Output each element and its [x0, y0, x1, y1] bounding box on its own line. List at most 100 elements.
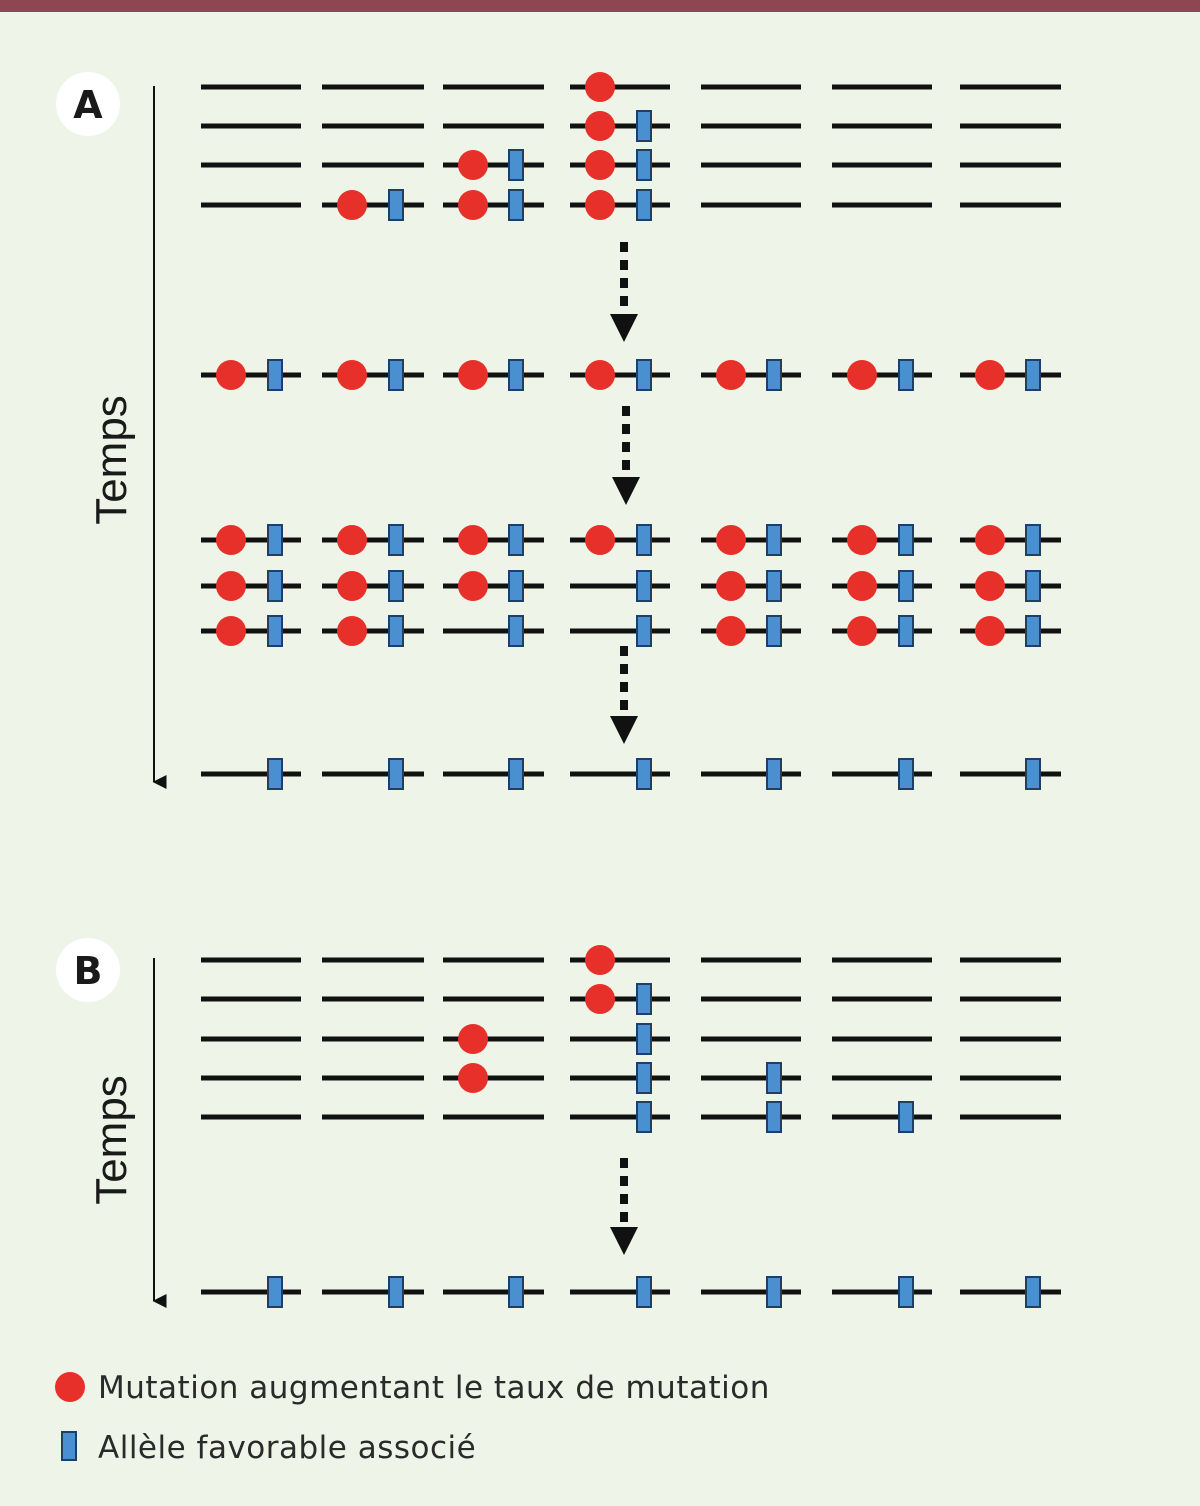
panel-b-label: B: [74, 949, 103, 993]
generation-row: [201, 72, 1061, 102]
mutator-mutation-dot: [716, 360, 746, 390]
panel-a-dotted-arrows: [610, 242, 640, 744]
legend-text-mutation: Mutation augmentant le taux de mutation: [98, 1370, 770, 1406]
favorable-allele-marker: [636, 758, 652, 790]
chromosome: [832, 1276, 932, 1308]
chromosome: [960, 1276, 1061, 1308]
favorable-allele-marker: [636, 149, 652, 181]
mutator-mutation-dot: [975, 525, 1005, 555]
mutator-mutation-dot: [216, 616, 246, 646]
dotted-arrow: [610, 242, 638, 342]
favorable-allele-marker: [267, 359, 283, 391]
favorable-allele-marker: [766, 359, 782, 391]
favorable-allele-marker: [636, 189, 652, 221]
favorable-allele-marker: [766, 1276, 782, 1308]
mutator-mutation-dot: [716, 525, 746, 555]
chromosome: [570, 1062, 670, 1094]
chromosome: [443, 1276, 544, 1308]
chromosome: [443, 1024, 544, 1054]
chromosome: [201, 615, 301, 647]
generation-row: [201, 983, 1061, 1015]
favorable-allele-marker: [388, 758, 404, 790]
generation-row: [201, 945, 1061, 975]
generation-row: [201, 1276, 1061, 1308]
mutator-mutation-dot: [716, 616, 746, 646]
chromosome: [701, 359, 801, 391]
mutator-mutation-dot: [585, 945, 615, 975]
mutator-mutation-dot: [458, 150, 488, 180]
chromosome: [570, 524, 670, 556]
mutator-mutation-dot: [847, 616, 877, 646]
chromosome: [570, 615, 670, 647]
chromosome: [201, 1276, 301, 1308]
favorable-allele-marker: [508, 1276, 524, 1308]
favorable-allele-marker: [898, 359, 914, 391]
chromosome: [322, 570, 424, 602]
legend-text-allele: Allèle favorable associé: [98, 1430, 476, 1466]
legend-item-mutation: Mutation augmentant le taux de mutation: [55, 1370, 770, 1406]
favorable-allele-marker: [1025, 359, 1041, 391]
mutator-mutation-dot: [975, 360, 1005, 390]
generation-row: [201, 524, 1061, 556]
chromosome: [832, 570, 932, 602]
favorable-allele-marker: [636, 983, 652, 1015]
chromosome: [960, 570, 1061, 602]
chromosome: [960, 359, 1061, 391]
legend: Mutation augmentant le taux de mutation …: [55, 1370, 770, 1466]
chromosome: [701, 1276, 801, 1308]
favorable-allele-marker: [388, 1276, 404, 1308]
chromosome: [832, 615, 932, 647]
chromosome: [570, 149, 670, 181]
chromosome: [443, 570, 544, 602]
chromosome: [701, 1062, 801, 1094]
panel-b: B Temps: [56, 938, 1061, 1308]
favorable-allele-marker: [508, 758, 524, 790]
chromosome: [443, 524, 544, 556]
generation-row: [201, 359, 1061, 391]
favorable-allele-marker: [898, 570, 914, 602]
favorable-allele-marker: [508, 189, 524, 221]
dotted-arrow: [612, 406, 640, 505]
favorable-allele-marker: [636, 1023, 652, 1055]
chromosome: [443, 1063, 544, 1093]
mutator-mutation-dot: [585, 72, 615, 102]
chromosome: [443, 189, 544, 221]
chromosome: [960, 615, 1061, 647]
favorable-allele-marker: [766, 758, 782, 790]
favorable-allele-marker: [267, 758, 283, 790]
mutator-mutation-dot: [975, 616, 1005, 646]
generation-row: [201, 189, 1061, 221]
chromosome: [570, 1023, 670, 1055]
dotted-arrow: [610, 1158, 638, 1255]
chromosome: [701, 524, 801, 556]
panel-a-rows: [201, 72, 1061, 790]
mutator-mutation-dot: [216, 571, 246, 601]
chromosome: [201, 524, 301, 556]
favorable-allele-marker: [508, 570, 524, 602]
mutator-mutation-dot: [337, 525, 367, 555]
mutator-mutation-dot: [458, 571, 488, 601]
favorable-allele-marker: [267, 570, 283, 602]
favorable-allele-marker: [636, 1062, 652, 1094]
generation-row: [201, 570, 1061, 602]
chromosome: [570, 945, 670, 975]
panel-b-dotted-arrows: [610, 1158, 638, 1255]
chromosome: [443, 615, 544, 647]
mutator-mutation-dot: [847, 525, 877, 555]
favorable-allele-marker: [388, 359, 404, 391]
chromosome: [570, 359, 670, 391]
mutator-mutation-dot: [458, 190, 488, 220]
generation-row: [201, 1101, 1061, 1133]
favorable-allele-marker: [898, 1101, 914, 1133]
mutator-mutation-dot: [585, 111, 615, 141]
chromosome: [832, 359, 932, 391]
chromosome: [832, 758, 932, 790]
chromosome: [322, 524, 424, 556]
mutator-mutation-dot: [847, 360, 877, 390]
mutator-mutation-dot: [585, 150, 615, 180]
generation-row: [201, 1023, 1061, 1055]
panel-b-rows: [201, 945, 1061, 1308]
panel-a-time-label: Temps: [87, 395, 136, 525]
chromosome: [960, 758, 1061, 790]
